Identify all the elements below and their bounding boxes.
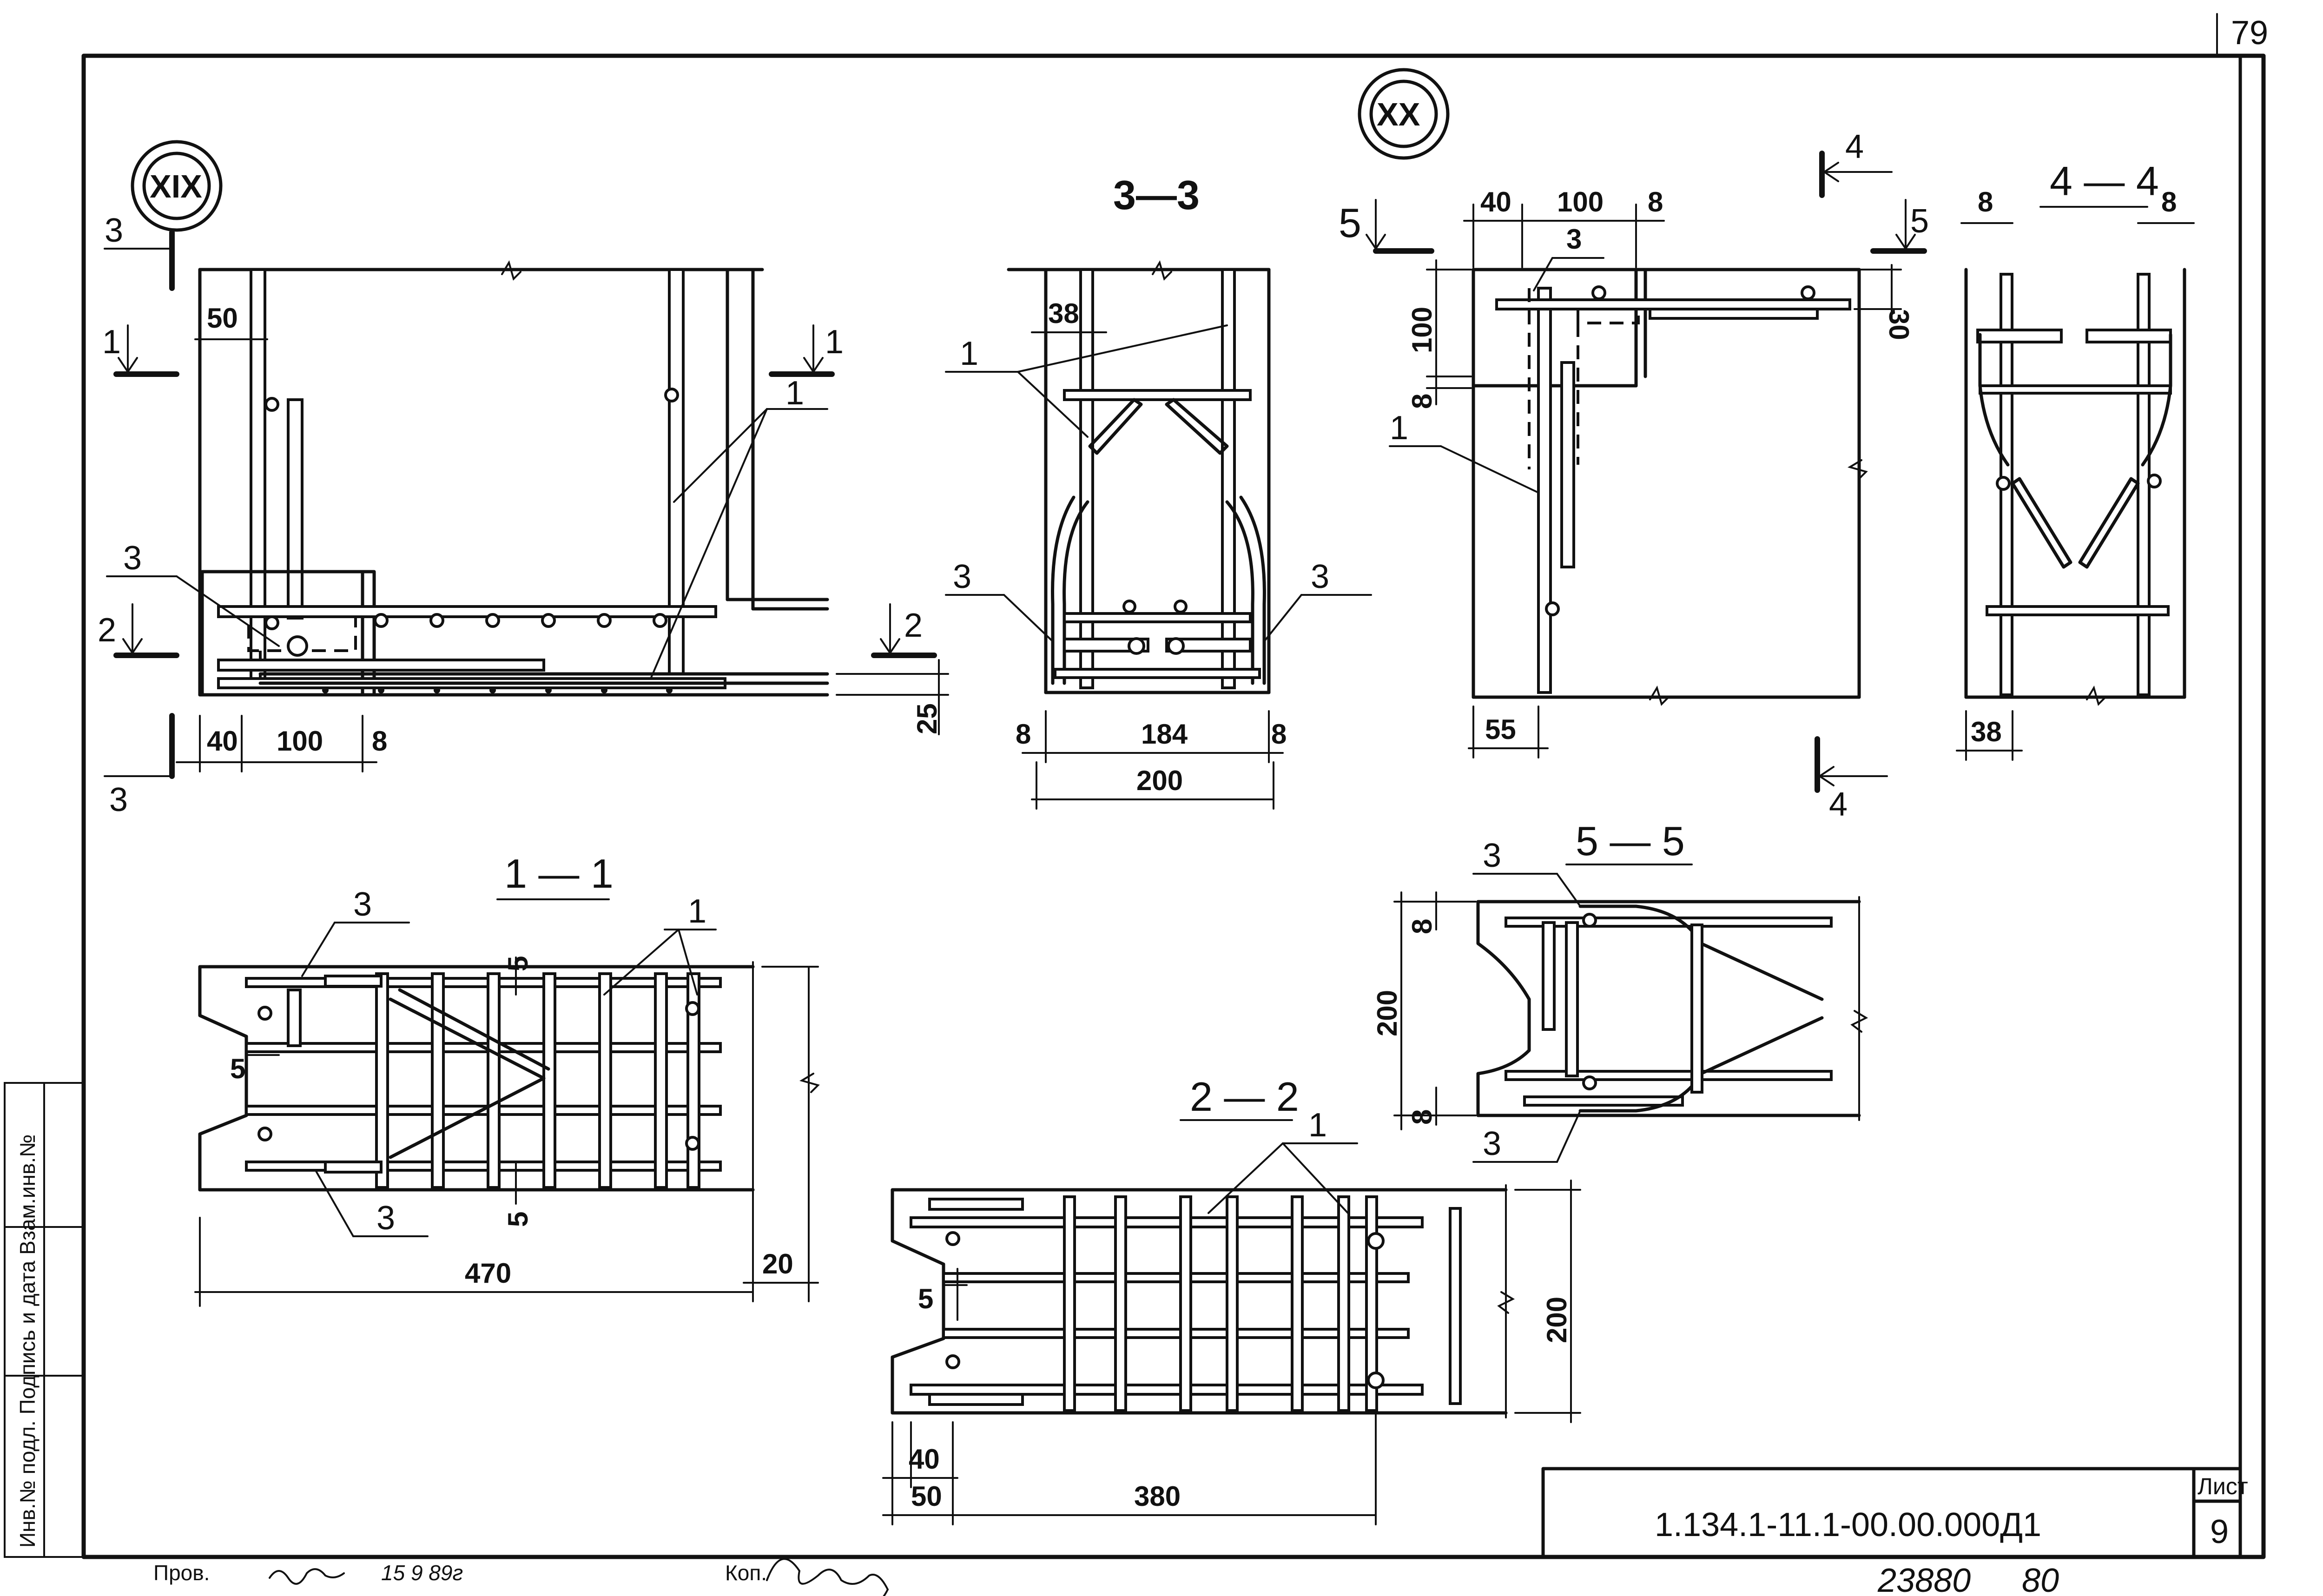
xx-pos1: 1 <box>1390 409 1408 447</box>
s11-pos3-top: 3 <box>353 886 372 923</box>
s11-d470: 470 <box>465 1258 511 1289</box>
s55-d200: 200 <box>1372 990 1403 1036</box>
view-xix: 3 3 1 1 2 2 1 3 50 40 100 <box>98 212 949 818</box>
s33-d38: 38 <box>1048 298 1079 329</box>
sidebar-stamp: Инв.№ подл. Подпись и дата Взам.инв.№ <box>4 1082 85 1558</box>
xx-cut4-top: 4 <box>1845 128 1864 165</box>
s55-d8-bot: 8 <box>1406 1109 1438 1125</box>
s33-pos3-right: 3 <box>1311 558 1329 595</box>
s33-d184: 184 <box>1141 719 1188 750</box>
s55-pos3-top: 3 <box>1483 837 1501 874</box>
s33-pos1: 1 <box>960 335 978 372</box>
s44-d8-left: 8 <box>1978 186 1993 218</box>
section-5-5: 5 — 5 3 3 8 200 8 <box>1372 818 1868 1163</box>
sidebar-text: Инв.№ подл. Подпись и дата Взам.инв.№ <box>15 1134 40 1548</box>
archive-number: 23880 <box>1877 1562 1971 1596</box>
archive-format: 80 <box>2022 1562 2059 1596</box>
s44-d38: 38 <box>1971 716 2002 747</box>
s11-d5-left: 5 <box>230 1053 245 1084</box>
s22-d5: 5 <box>918 1283 933 1314</box>
xx-pos3: 3 <box>1566 224 1582 255</box>
s11-d20: 20 <box>762 1248 793 1279</box>
xx-d8-top: 8 <box>1648 186 1663 218</box>
xix-cut3-bot: 3 <box>109 781 128 818</box>
s22-d40: 40 <box>909 1444 940 1475</box>
xix-cut2-right: 2 <box>904 607 923 644</box>
xx-d8-v: 8 <box>1406 394 1438 409</box>
sheet-number: 9 <box>2210 1513 2229 1550</box>
xix-d50: 50 <box>207 303 238 334</box>
xx-d40: 40 <box>1480 186 1511 218</box>
xix-pos3: 3 <box>123 540 142 577</box>
page-number: 79 <box>2231 14 2268 52</box>
xix-pos1: 1 <box>785 375 804 412</box>
xx-cut4-bot: 4 <box>1829 786 1848 823</box>
s22-title: 2 — 2 <box>1190 1074 1299 1120</box>
xx-cut5-right: 5 <box>1910 203 1929 240</box>
check-date: 15 9 89г <box>381 1561 463 1585</box>
section-3-3: 3—3 1 3 3 38 <box>945 172 1372 810</box>
sheet-frame: 79 <box>81 13 2268 1559</box>
s11-pos1: 1 <box>688 893 706 930</box>
s55-pos3-bot: 3 <box>1483 1125 1501 1162</box>
s33-d200: 200 <box>1136 765 1183 796</box>
s22-d200: 200 <box>1541 1297 1572 1343</box>
copy-signature <box>766 1558 889 1596</box>
xix-d40: 40 <box>207 725 238 757</box>
xix-d25: 25 <box>911 703 943 734</box>
s11-pos3-bot: 3 <box>376 1200 395 1237</box>
s33-d8-left: 8 <box>1016 719 1031 750</box>
node-xx-marker: XX <box>1358 68 1450 160</box>
node-xix-label: XIX <box>150 168 202 204</box>
check-signature <box>269 1568 345 1585</box>
xix-d8: 8 <box>372 725 387 757</box>
s22-d380: 380 <box>1134 1481 1181 1512</box>
check-label: Пров. <box>153 1561 210 1585</box>
xix-cut3-top: 3 <box>105 212 123 249</box>
title-block: 1.134.1-11.1-00.00.000Д1 Лист 9 <box>1541 1467 2248 1559</box>
s33-title: 3—3 <box>1113 172 1200 218</box>
s55-title: 5 — 5 <box>1576 818 1685 864</box>
xix-cut1-left: 1 <box>102 323 121 361</box>
s11-d5-bot: 5 <box>502 1212 534 1227</box>
sheet-label: Лист <box>2198 1473 2248 1499</box>
xix-cut2-left: 2 <box>98 612 116 649</box>
section-1-1: 1 — 1 3 3 1 5 5 <box>194 851 820 1307</box>
xx-d100-v: 100 <box>1406 307 1438 353</box>
node-xx-label: XX <box>1377 96 1420 132</box>
s33-pos3-left: 3 <box>953 558 971 595</box>
xix-cut1-right: 1 <box>825 323 844 361</box>
copy-label: Коп. <box>725 1561 767 1585</box>
signature-row: Пров. 15 9 89г Коп. 23880 80 <box>153 1558 2059 1596</box>
s55-d8-top: 8 <box>1406 919 1438 934</box>
xix-d100: 100 <box>277 725 323 757</box>
s33-d8-right: 8 <box>1271 719 1287 750</box>
section-4-4: 4 — 4 8 8 38 <box>1956 158 2195 761</box>
s11-title: 1 — 1 <box>504 851 614 897</box>
s44-d8-right: 8 <box>2161 186 2177 218</box>
s22-d50: 50 <box>911 1481 942 1512</box>
s22-pos1: 1 <box>1308 1107 1327 1144</box>
xx-d55: 55 <box>1485 714 1516 745</box>
node-xix-marker: XIX <box>131 140 223 232</box>
xx-d100: 100 <box>1557 186 1604 218</box>
section-2-2: 2 — 2 1 5 200 <box>882 1074 1581 1525</box>
drawing-code: 1.134.1-11.1-00.00.000Д1 <box>1655 1506 2041 1543</box>
view-xx: 5 5 4 4 1 3 40 100 8 30 100 8 <box>1339 128 1929 823</box>
xx-d30: 30 <box>1883 309 1914 340</box>
xx-cut5-left: 5 <box>1339 200 1361 246</box>
s44-title: 4 — 4 <box>2050 158 2159 204</box>
s11-d5-top: 5 <box>502 956 534 971</box>
